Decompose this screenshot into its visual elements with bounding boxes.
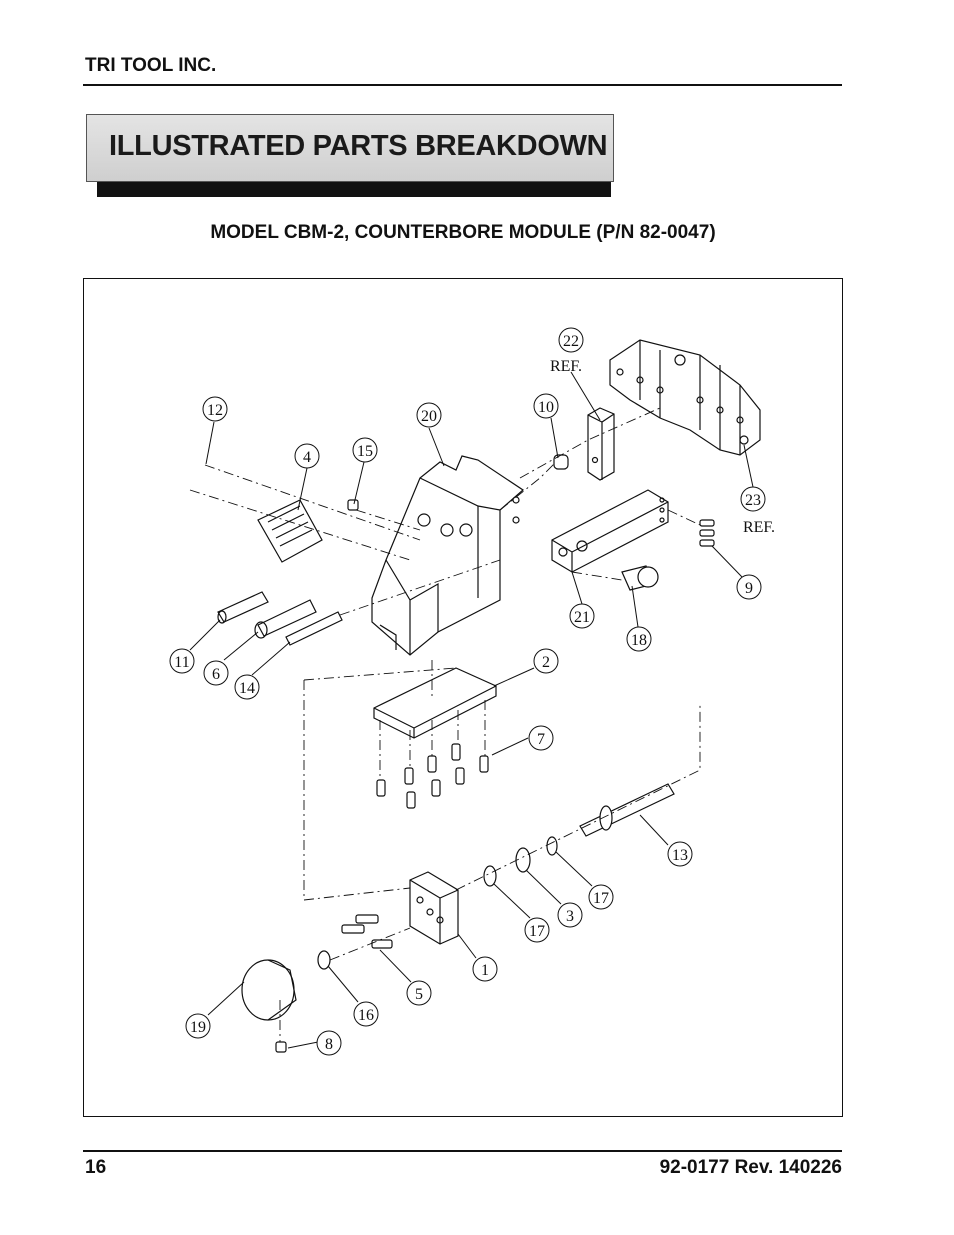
- callout-15: 15: [352, 437, 378, 463]
- svg-text:23: 23: [745, 492, 761, 509]
- svg-text:11: 11: [174, 654, 189, 671]
- svg-text:REF.: REF.: [550, 358, 582, 375]
- part-7-screws: [376, 743, 489, 809]
- svg-text:17: 17: [529, 923, 545, 940]
- callout-17-b: 17: [524, 917, 550, 943]
- svg-text:2: 2: [542, 654, 550, 671]
- part-18-cylinder: [621, 565, 659, 591]
- svg-text:19: 19: [190, 1019, 206, 1036]
- leader-lines: [189, 371, 754, 1049]
- callout-1: 1: [472, 956, 498, 982]
- svg-text:6: 6: [212, 666, 220, 683]
- callout-17: 17: [588, 884, 614, 910]
- part-4-nameplate: [257, 499, 323, 563]
- part-10-bushing: [553, 454, 569, 470]
- callout-21: 21: [569, 603, 595, 629]
- document-number: 92-0177 Rev. 140226: [659, 1157, 842, 1178]
- part-14-pin: [285, 611, 343, 646]
- callout-12: 12: [202, 396, 228, 422]
- callout-9: 9: [736, 574, 762, 600]
- part-11-pin: [217, 591, 269, 624]
- svg-text:10: 10: [538, 399, 554, 416]
- part-17-washer-2: [483, 865, 497, 887]
- callout-4: 4: [294, 443, 320, 469]
- svg-text:3: 3: [566, 908, 574, 925]
- part-1-block: [409, 871, 459, 945]
- callout-16: 16: [353, 1001, 379, 1027]
- svg-text:9: 9: [745, 580, 753, 597]
- callout-14: 14: [234, 674, 260, 700]
- section-banner: ILLUSTRATED PARTS BREAKDOWN: [86, 114, 614, 182]
- section-title: ILLUSTRATED PARTS BREAKDOWN: [109, 130, 608, 162]
- callout-11: 11: [169, 648, 195, 674]
- callout-18: 18: [626, 626, 652, 652]
- footer-rule: [83, 1150, 842, 1152]
- part-8-setscrew: [275, 1041, 287, 1053]
- part-21-slide: [551, 489, 669, 573]
- part-bar-22: [587, 407, 615, 481]
- company-name: TRI TOOL INC.: [85, 55, 217, 76]
- svg-text:20: 20: [421, 408, 437, 425]
- svg-text:21: 21: [574, 609, 590, 626]
- callout-5: 5: [406, 980, 432, 1006]
- part-20-body: [371, 455, 524, 656]
- callout-3: 3: [557, 902, 583, 928]
- svg-text:1: 1: [481, 962, 489, 979]
- svg-text:5: 5: [415, 986, 423, 1003]
- callout-20: 20: [416, 402, 442, 428]
- part-13-shaft: [579, 783, 675, 837]
- page-number: 16: [85, 1157, 107, 1178]
- svg-text:REF.: REF.: [743, 519, 775, 536]
- svg-text:17: 17: [593, 890, 609, 907]
- svg-text:15: 15: [357, 443, 373, 460]
- part-9-screws: [699, 519, 715, 547]
- callout-13: 13: [667, 841, 693, 867]
- part-5-screws: [341, 914, 393, 949]
- svg-text:4: 4: [303, 449, 311, 466]
- svg-text:8: 8: [325, 1036, 333, 1053]
- header-rule: [83, 84, 842, 86]
- part-6-pin: [254, 599, 317, 639]
- part-15-screw: [347, 499, 359, 511]
- assembly-lines: [189, 407, 701, 1042]
- model-subtitle: MODEL CBM-2, COUNTERBORE MODULE (P/N 82-…: [210, 222, 716, 243]
- svg-text:7: 7: [537, 731, 545, 748]
- svg-text:16: 16: [358, 1007, 374, 1024]
- callout-2: 2: [533, 648, 559, 674]
- callout-19: 19: [185, 1013, 211, 1039]
- callout-10: 10: [533, 393, 559, 419]
- diagram-frame: [83, 278, 843, 1117]
- svg-text:18: 18: [631, 632, 647, 649]
- part-2-plate: [373, 667, 497, 739]
- head-assembly-ref: [609, 339, 761, 456]
- part-17-washer: [546, 836, 558, 856]
- svg-text:22: 22: [563, 333, 579, 350]
- part-19-knob: [241, 959, 297, 1021]
- part-3-bearing: [515, 847, 531, 873]
- callout-7: 7: [528, 725, 554, 751]
- svg-text:12: 12: [207, 402, 223, 419]
- callout-8: 8: [316, 1030, 342, 1056]
- svg-text:13: 13: [672, 847, 688, 864]
- svg-text:14: 14: [239, 680, 255, 697]
- callout-6: 6: [203, 660, 229, 686]
